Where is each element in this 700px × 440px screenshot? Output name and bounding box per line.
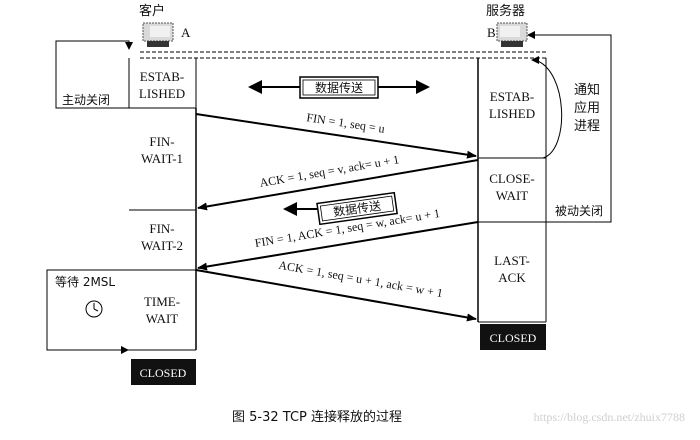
client-host-label: A bbox=[181, 25, 191, 40]
server-state-established-line1: ESTAB- bbox=[490, 89, 534, 104]
client-state-established-line1: ESTAB- bbox=[140, 69, 184, 84]
client-state-fin-wait1-line1: FIN- bbox=[149, 134, 174, 149]
passive-close-label: 被动关闭 bbox=[555, 204, 603, 218]
wait-2msl-label: 等待 2MSL bbox=[55, 275, 115, 289]
server-state-established-line2: LISHED bbox=[489, 106, 535, 121]
client-closed-label: CLOSED bbox=[140, 366, 187, 380]
active-close-arrowhead bbox=[125, 42, 133, 50]
data-transfer-box-2 bbox=[283, 191, 398, 226]
client-state-fin-wait2-line2: WAIT-2 bbox=[141, 238, 183, 253]
server-host-label: B bbox=[487, 25, 496, 40]
clock-icon bbox=[85, 300, 103, 318]
client-closed-badge bbox=[131, 359, 196, 385]
notify-app-line3: 进程 bbox=[574, 119, 600, 134]
server-state-last-ack-line2: ACK bbox=[498, 270, 526, 285]
client-state-time-wait-line1: TIME- bbox=[144, 294, 180, 309]
client-state-fin-wait1-line2: WAIT-1 bbox=[141, 151, 183, 166]
figure-caption: 图 5-32 TCP 连接释放的过程 bbox=[232, 409, 402, 425]
server-state-close-wait-line2: WAIT bbox=[496, 188, 529, 203]
notify-app-line1: 通知 bbox=[574, 82, 600, 98]
ack2-arrow bbox=[195, 269, 477, 322]
server-state-close-wait-line1: CLOSE- bbox=[489, 171, 535, 186]
client-state-fin-wait2-line1: FIN- bbox=[149, 221, 174, 236]
notify-app-arrowhead bbox=[531, 56, 539, 64]
fin2-arrow bbox=[197, 221, 479, 271]
data-transfer-label-2: 数据传送 bbox=[332, 198, 382, 220]
data-transfer-label-1: 数据传送 bbox=[315, 80, 363, 95]
server-closed-label: CLOSED bbox=[490, 331, 537, 345]
watermark: https://blog.csdn.net/zhuix7788 bbox=[534, 410, 685, 424]
wait-2msl-arrowhead bbox=[121, 346, 129, 354]
server-computer-icon bbox=[496, 22, 528, 47]
notify-app-line2: 应用 bbox=[574, 100, 600, 116]
server-closed-badge bbox=[480, 324, 546, 350]
data-transfer-box-1 bbox=[248, 76, 430, 99]
server-title: 服务器 bbox=[486, 3, 525, 19]
wait-2msl-bracket bbox=[46, 269, 129, 351]
client-computer-icon bbox=[142, 22, 174, 47]
client-state-time-wait-line2: WAIT bbox=[146, 311, 179, 326]
ack2-label: ACK = 1, seq = u + 1, ack = w + 1 bbox=[277, 258, 443, 300]
server-state-last-ack-line1: LAST- bbox=[494, 253, 530, 268]
client-title: 客户 bbox=[139, 3, 165, 19]
fin1-arrow bbox=[195, 113, 477, 159]
active-close-label: 主动关闭 bbox=[62, 93, 110, 107]
ack1-label: ACK = 1, seq = v, ack= u + 1 bbox=[259, 152, 401, 190]
client-state-established-line2: LISHED bbox=[139, 86, 185, 101]
passive-close-arrowhead bbox=[527, 31, 535, 39]
notify-app-curve bbox=[534, 59, 563, 159]
ack1-arrow bbox=[197, 159, 479, 211]
passive-close-bracket bbox=[531, 34, 612, 223]
